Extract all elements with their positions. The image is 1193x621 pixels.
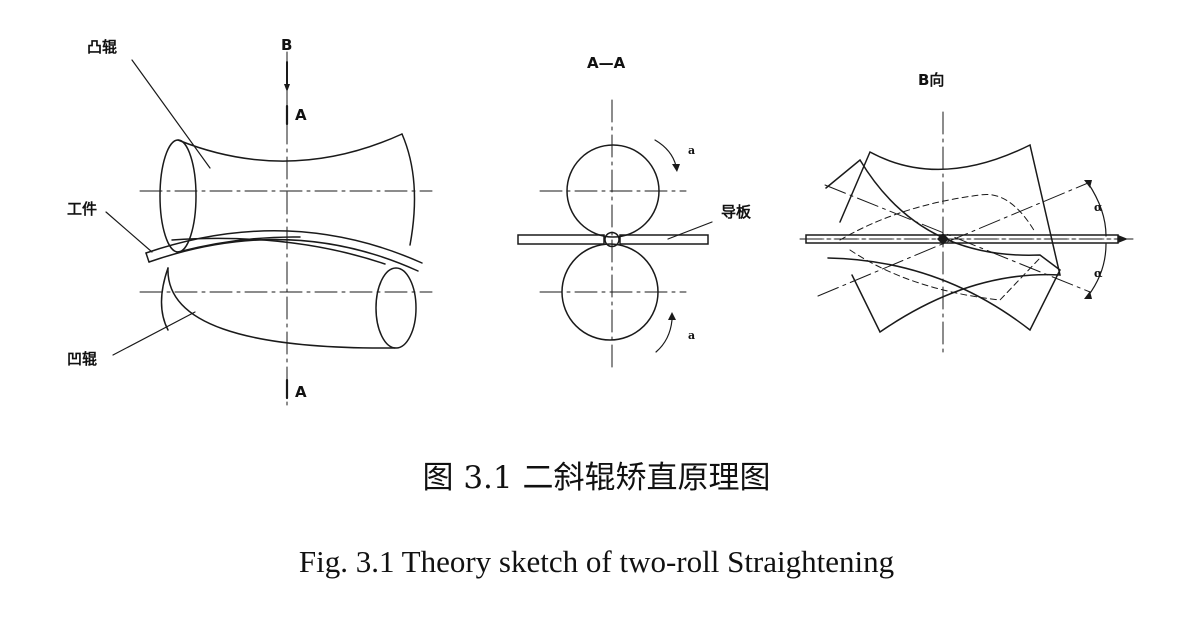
convex-roll-top-edge [177,133,403,162]
view-b-hidden-curve-1 [839,193,1036,241]
view-b-marker-label: B [281,36,293,54]
guide-plate-label: 导板 [721,203,752,221]
guide-plate-leader [667,221,713,240]
concave-roll-label: 凹辊 [67,350,98,368]
concave-roll-leader [112,311,196,356]
roll-assembly-view [105,51,433,406]
workpiece-leader [105,211,153,253]
upper-rotation-label: a [688,144,696,157]
workpiece-section [604,231,620,248]
section-a-top-label: A [295,106,307,124]
convex-roll-label: 凸辊 [87,38,118,56]
view-b-lower-axis [817,182,1089,297]
section-a-bottom-label: A [295,383,307,401]
concave-roll-bottom-edge [167,267,396,349]
upper-rotation-arrow [654,139,677,167]
upper-rotation-arrow-head [672,164,680,172]
convex-roll-bottom-edge [177,236,301,253]
convex-roll [159,133,416,253]
lower-rotation-label: a [688,329,696,342]
concave-roll-near-end [160,267,169,331]
angle-arc-bottom [1087,243,1107,297]
angle-top-label: α [1094,201,1103,214]
view-b-title: B向 [918,71,945,89]
guide-plate-right [619,234,709,245]
angle-arc-top [1087,182,1107,237]
angle-arc-bottom-head [1084,291,1092,299]
concave-roll-end-face [375,267,417,349]
view-b-hidden-curve-2 [849,249,1041,301]
guide-plate-left [517,234,605,245]
view-b-crossing-point [937,233,949,245]
convex-roll-leader [131,59,211,169]
convex-roll-end-face [159,139,197,253]
angle-bottom-label: α [1094,267,1103,280]
workpiece-end [145,252,150,263]
concave-roll-top-edge [171,237,386,265]
figure-caption-english: Fig. 3.1 Theory sketch of two-roll Strai… [298,544,895,579]
convex-roll-far-end [401,133,416,246]
upper-roll-section [566,144,660,238]
view-b-convex-roll [839,143,1061,334]
view-b-arrow-head [284,84,290,92]
lower-rotation-arrow-head [668,312,676,320]
lower-rotation-arrow [655,319,673,353]
workpiece-upper-edge [145,230,423,264]
angle-arc-top-head [1084,180,1092,188]
figure-caption-chinese: 图 3.1 二斜辊矫直原理图 [422,460,771,496]
workpiece-label: 工件 [67,200,98,218]
section-a-a-view [517,99,713,373]
view-b-upper-axis [824,184,1091,293]
view-b-concave-roll [825,158,1061,332]
workpiece-lower-edge [148,238,419,272]
section-a-a-title: A—A [587,54,626,72]
view-b-workpiece-tip [1118,235,1128,243]
view-b [799,111,1134,358]
workpiece-bar [145,230,423,272]
lower-roll-section [561,243,659,341]
